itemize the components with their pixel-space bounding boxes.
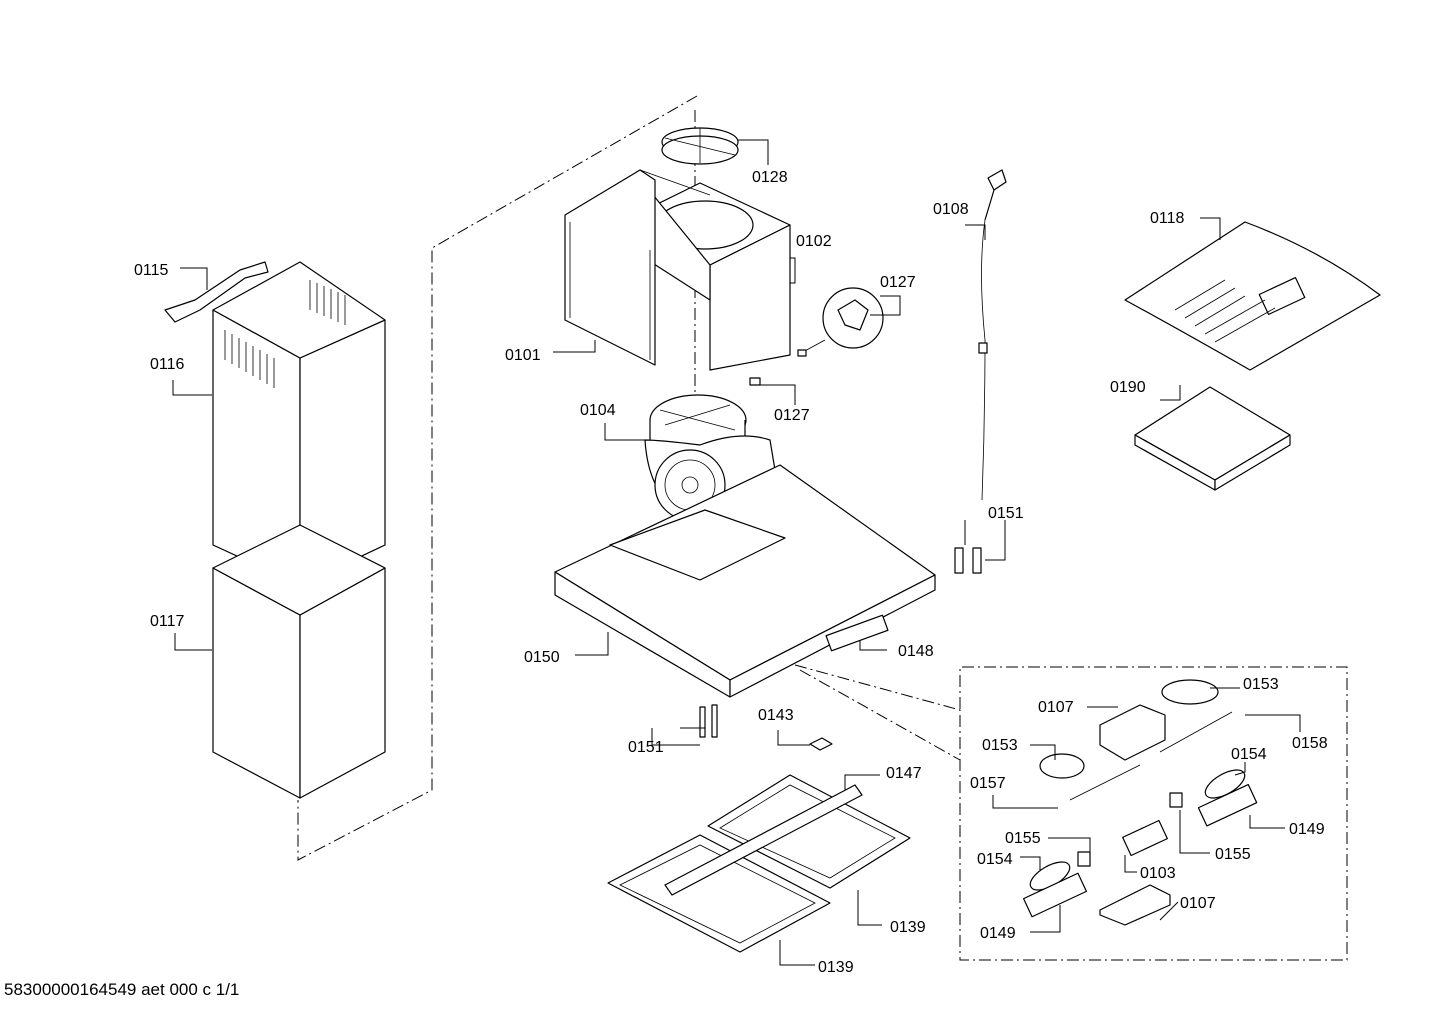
part-0150-canopy bbox=[554, 464, 936, 698]
label-0190: 0190 bbox=[1110, 379, 1146, 396]
part-0116-upper-chimney bbox=[212, 261, 386, 586]
label-0147: 0147 bbox=[886, 765, 922, 782]
label-0155-b: 0155 bbox=[1215, 846, 1251, 863]
label-0158: 0158 bbox=[1292, 735, 1328, 752]
part-0127-clip bbox=[749, 287, 884, 386]
label-0153-a: 0153 bbox=[1243, 676, 1279, 693]
label-0127-b: 0127 bbox=[774, 407, 810, 424]
part-0118-accessory-bag bbox=[1124, 221, 1381, 371]
part-0102-mounting-frame bbox=[624, 169, 791, 371]
label-0107-a: 0107 bbox=[1038, 699, 1074, 716]
label-0143: 0143 bbox=[758, 707, 794, 724]
label-0108: 0108 bbox=[933, 201, 969, 218]
label-0102: 0102 bbox=[796, 233, 832, 250]
label-0103: 0103 bbox=[1140, 865, 1176, 882]
part-0143-cover bbox=[809, 737, 833, 751]
part-0101-side-panel bbox=[564, 169, 656, 366]
label-0117: 0117 bbox=[150, 613, 185, 630]
label-0154-b: 0154 bbox=[977, 851, 1013, 868]
label-0104: 0104 bbox=[580, 402, 616, 419]
label-0151-b: 0151 bbox=[628, 739, 664, 756]
part-0117-lower-chimney bbox=[212, 524, 386, 799]
label-0139-b: 0139 bbox=[818, 959, 854, 976]
part-0115-chimney-bracket bbox=[164, 261, 269, 323]
label-0127-a: 0127 bbox=[880, 274, 916, 291]
label-0149-a: 0149 bbox=[1289, 821, 1325, 838]
document-footer-code: 58300000164549 aet 000 c 1/1 bbox=[4, 980, 240, 999]
label-0148: 0148 bbox=[898, 643, 934, 660]
label-0116: 0116 bbox=[150, 356, 185, 373]
label-0157: 0157 bbox=[970, 775, 1006, 792]
label-0128: 0128 bbox=[752, 169, 788, 186]
label-0118: 0118 bbox=[1150, 210, 1185, 227]
part-number-labels: 0128 0102 0101 0127 0127 0104 0108 0118 … bbox=[134, 169, 1328, 976]
label-0150: 0150 bbox=[524, 649, 560, 666]
label-0101: 0101 bbox=[505, 347, 541, 364]
label-0115: 0115 bbox=[134, 262, 169, 279]
lamp-assembly-group bbox=[1022, 679, 1258, 926]
leader-lines bbox=[172, 139, 1301, 966]
label-0149-b: 0149 bbox=[980, 925, 1016, 942]
label-0107-b: 0107 bbox=[1180, 895, 1216, 912]
part-0190-filter-module bbox=[1134, 386, 1291, 491]
part-0128-flange bbox=[661, 127, 739, 165]
part-0108-power-cord bbox=[978, 169, 1007, 501]
label-0154-a: 0154 bbox=[1231, 746, 1267, 763]
label-0139-a: 0139 bbox=[890, 919, 926, 936]
label-0153-b: 0153 bbox=[982, 737, 1018, 754]
part-0151-connectors bbox=[699, 547, 982, 738]
label-0155-a: 0155 bbox=[1005, 830, 1041, 847]
label-0151-a: 0151 bbox=[988, 505, 1024, 522]
part-0139-grease-filters bbox=[607, 774, 911, 953]
